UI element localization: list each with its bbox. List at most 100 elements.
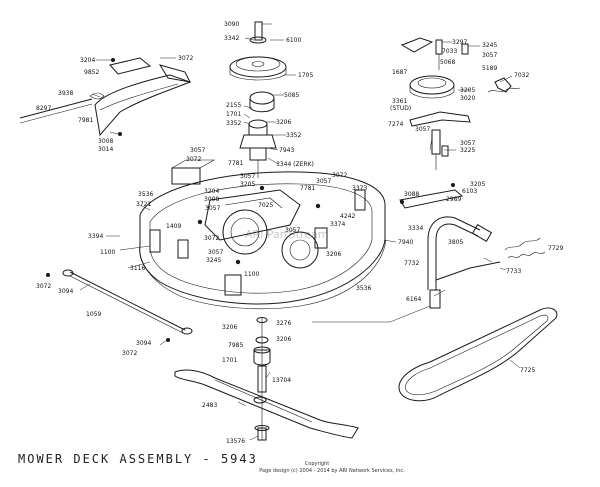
callout-1059: 1059 [86, 311, 101, 318]
stabilizer-rod [46, 269, 193, 342]
callout-1687: 1687 [392, 69, 407, 76]
callout-3072: 3072 [36, 283, 51, 290]
callout-7985: 7985 [228, 342, 243, 349]
callout-3245: 3245 [482, 42, 497, 49]
callout-3094: 3094 [58, 288, 73, 295]
idler-arm-assembly [400, 37, 521, 170]
callout-3020: 3020 [460, 95, 475, 102]
callout-3205: 3205 [470, 181, 485, 188]
callout-3361: 3361 [392, 98, 407, 105]
callout-3057: 3057 [415, 126, 430, 133]
lift-linkage [399, 183, 546, 309]
callout-3072: 3072 [332, 172, 347, 179]
callout-3057: 3057 [240, 173, 255, 180]
callout-1100: 1100 [100, 249, 115, 256]
callout-3205: 3205 [460, 87, 475, 94]
callout-6100: 6100 [286, 37, 301, 44]
callout-3373: 3373 [352, 185, 367, 192]
callout-1100: 1100 [244, 271, 259, 278]
callout-3206: 3206 [222, 324, 237, 331]
spindle-pulley-stack [229, 21, 287, 178]
callout-3297: 3297 [452, 39, 467, 46]
callout-8297: 8297 [36, 105, 51, 112]
callout-3206: 3206 [326, 251, 341, 258]
callout-3344-zerk: 3344 (ZERK) [276, 161, 314, 168]
callout-7725: 7725 [520, 367, 535, 374]
callout-3057: 3057 [205, 205, 220, 212]
callout-7981: 7981 [78, 117, 93, 124]
callout-3536: 3536 [138, 191, 153, 198]
leader-lines [79, 23, 521, 441]
callout-3088: 3088 [404, 191, 419, 198]
callout-6103: 6103 [462, 188, 477, 195]
part-callouts: 3090 3342 6100 1705 5085 2155 1701 3352 … [36, 21, 563, 445]
callout-3057: 3057 [285, 227, 300, 234]
callout-13704: 13704 [272, 377, 291, 384]
callout-7940: 7940 [398, 239, 413, 246]
callout-3057: 3057 [482, 52, 497, 59]
callout-3225: 3225 [460, 147, 475, 154]
callout-3938: 3938 [58, 90, 73, 97]
callout-3008: 3008 [204, 196, 219, 203]
callout-3205: 3205 [240, 181, 255, 188]
callout-3352: 3352 [286, 132, 301, 139]
callout-3014: 3014 [98, 146, 113, 153]
callout-7025: 7025 [258, 202, 273, 209]
blade-assembly [174, 317, 359, 441]
callout-3057: 3057 [208, 249, 223, 256]
callout-3206: 3206 [276, 119, 291, 126]
callout-1409: 1409 [166, 223, 181, 230]
callout-5085: 5085 [284, 92, 299, 99]
callout-3072: 3072 [204, 235, 219, 242]
callout-3057: 3057 [460, 140, 475, 147]
callout-7781: 7781 [228, 160, 243, 167]
callout-3090: 3090 [224, 21, 239, 28]
callout-3334: 3334 [408, 225, 423, 232]
callout-4242: 4242 [340, 213, 355, 220]
callout-7943: 7943 [279, 147, 294, 154]
callout-3536: 3536 [356, 285, 371, 292]
callout-7733: 7733 [506, 268, 521, 275]
callout-3721: 3721 [136, 201, 151, 208]
callout-7781: 7781 [300, 185, 315, 192]
callout-13576: 13576 [226, 438, 245, 445]
callout-3057: 3057 [316, 178, 331, 185]
callout-3072: 3072 [186, 156, 201, 163]
callout-3374: 3374 [330, 221, 345, 228]
callout-7274: 7274 [388, 121, 403, 128]
callout-1701: 1701 [226, 111, 241, 118]
callout-7729: 7729 [548, 245, 563, 252]
callout-3057: 3057 [190, 147, 205, 154]
callout-3008: 3008 [98, 138, 113, 145]
callout-5068: 5068 [440, 59, 455, 66]
copyright-label: Copyright [304, 461, 330, 467]
callout-3116: 3116 [130, 265, 145, 272]
callout-3204: 3204 [204, 188, 219, 195]
callout-1705: 1705 [298, 72, 313, 79]
diagram-title: MOWER DECK ASSEMBLY - 5943 [18, 452, 258, 466]
callout-7732: 7732 [404, 260, 419, 267]
callout-2483: 2483 [202, 402, 217, 409]
callout-3206: 3206 [276, 336, 291, 343]
callout-6164: 6164 [406, 296, 421, 303]
callout-3204: 3204 [80, 57, 95, 64]
callout-3245: 3245 [206, 257, 221, 264]
callout-3342: 3342 [224, 35, 239, 42]
drive-belt [398, 307, 558, 402]
callout-3276: 3276 [276, 320, 291, 327]
callout-3805: 3805 [448, 239, 463, 246]
callout-3361-stud: (STUD) [390, 105, 411, 112]
callout-3072: 3072 [122, 350, 137, 357]
discharge-deflector [19, 57, 192, 137]
callout-2989: 2989 [446, 196, 461, 203]
callout-3094: 3094 [136, 340, 151, 347]
callout-7032: 7032 [514, 72, 529, 79]
deck-housing [139, 159, 387, 310]
page-design-credit: Page design (c) 2004 - 2014 by ARI Netwo… [259, 468, 405, 474]
callout-3352: 3352 [226, 120, 241, 127]
callout-9852: 9852 [84, 69, 99, 76]
callout-2155: 2155 [226, 102, 241, 109]
callout-5189: 5189 [482, 65, 497, 72]
callout-7033: 7033 [442, 48, 457, 55]
